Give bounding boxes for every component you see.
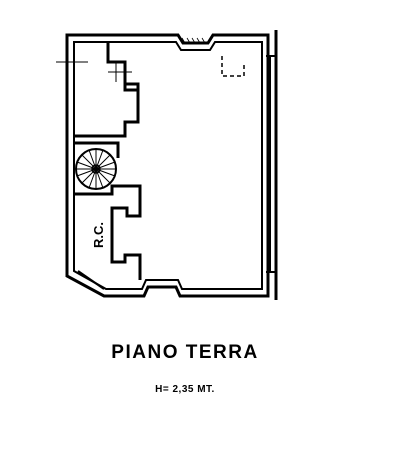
height-note: H= 2,35 MT. (155, 384, 215, 395)
inner-wall-line (73, 41, 263, 290)
stair-enclosure-wall (74, 184, 142, 280)
crosshair-marks (56, 50, 132, 82)
right-corridor (266, 30, 278, 300)
corner-diagonal-wall (77, 270, 105, 290)
outer-walls (65, 33, 270, 298)
stair-top-wall (74, 141, 120, 158)
spiral-stair-icon (75, 148, 117, 190)
plan-title: PIANO TERRA (111, 342, 259, 363)
perimeter-wall (65, 33, 270, 298)
column-marker-icon (221, 56, 245, 77)
room-label: R.C. (91, 222, 106, 248)
north-edge-hatching (181, 37, 206, 44)
interior-partitions (74, 42, 142, 290)
main-room-left-wall (126, 82, 140, 90)
small-room-wall (74, 42, 140, 138)
